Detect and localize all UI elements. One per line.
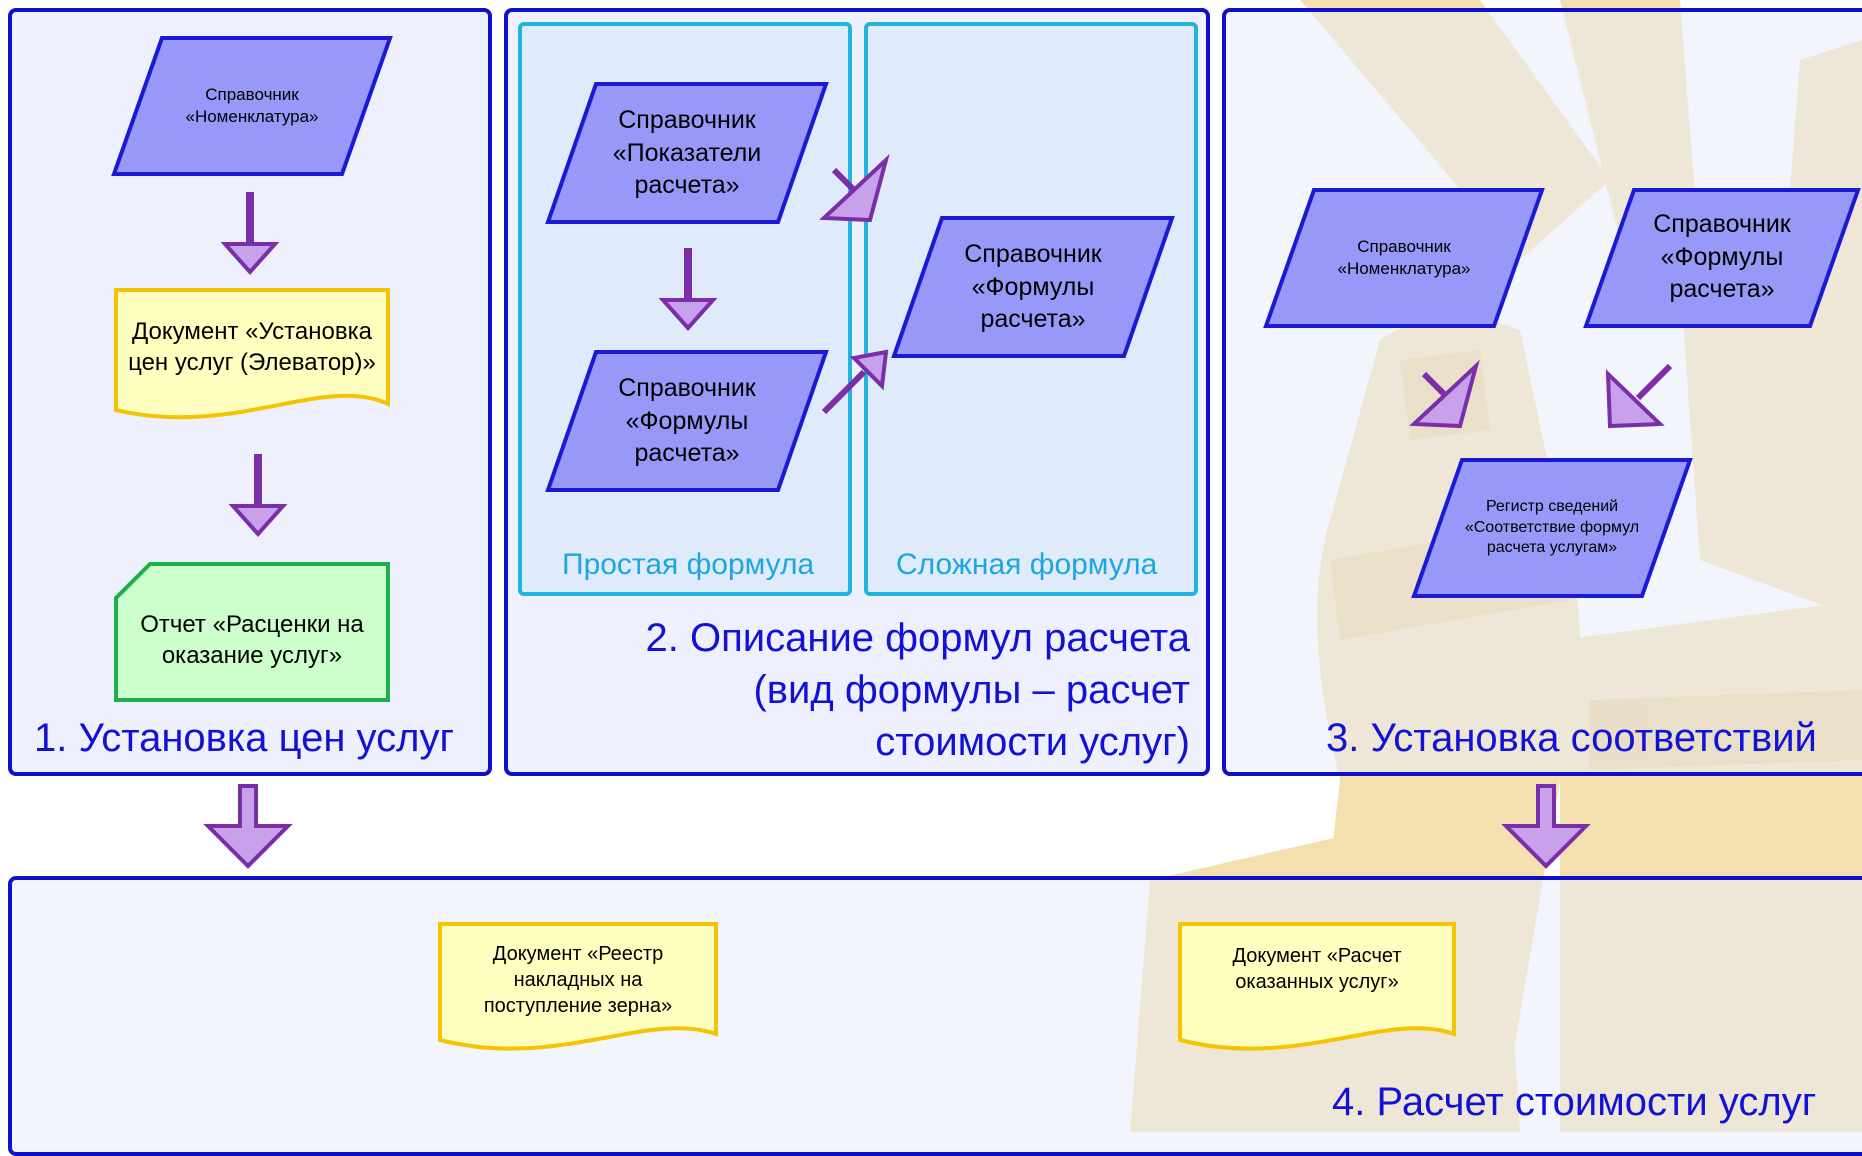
- down-arrow-icon: [228, 454, 288, 538]
- down-arrow-icon: [1501, 784, 1591, 869]
- node-formulas-catalog-complex: Справочник «Формулы расчета»: [891, 216, 1175, 358]
- diagonal-arrow-icon: [819, 153, 892, 224]
- subpanel-complex-title: Сложная формула: [896, 548, 1158, 581]
- panel-4-title: 4. Расчет стоимости услуг: [1332, 1080, 1817, 1124]
- diagonal-arrow-icon: [820, 349, 890, 416]
- node-formulas-catalog-mapping: Справочник «Формулы расчета»: [1583, 188, 1861, 328]
- node-doc-set-prices: Документ «Установка цен услуг (Элеватор)…: [114, 288, 390, 424]
- node-nomenclature-catalog-mapping: Справочник «Номенклатура»: [1263, 188, 1545, 328]
- node-formulas-catalog-simple: Справочник «Формулы расчета»: [545, 350, 829, 492]
- node-indicators-catalog: Справочник «Показатели расчета»: [545, 82, 829, 224]
- panel-mapping-setup: [1222, 8, 1862, 776]
- down-arrow-icon: [220, 192, 280, 276]
- diagonal-arrow-icon: [1602, 363, 1674, 430]
- panel-1-title: 1. Установка цен услуг: [34, 716, 455, 760]
- down-arrow-icon: [203, 784, 293, 869]
- node-doc-grain-invoices-registry: Документ «Реестр накладных на поступлени…: [438, 922, 718, 1058]
- node-doc-services-calc: Документ «Расчет оказанных услуг»: [1178, 922, 1456, 1058]
- down-arrow-icon: [658, 248, 718, 332]
- node-nomenclature-catalog: Справочник «Номенклатура»: [111, 36, 393, 176]
- node-register-formula-mapping: Регистр сведений «Соответствие формул ра…: [1411, 458, 1693, 598]
- diagonal-arrow-icon: [1409, 359, 1482, 430]
- panel-2-title: 2. Описание формул расчета (вид формулы …: [645, 616, 1190, 764]
- panel-3-title: 3. Установка соответствий: [1326, 716, 1817, 760]
- node-report-service-rates: Отчет «Расценки на оказание услуг»: [114, 562, 390, 702]
- subpanel-simple-title: Простая формула: [562, 548, 815, 581]
